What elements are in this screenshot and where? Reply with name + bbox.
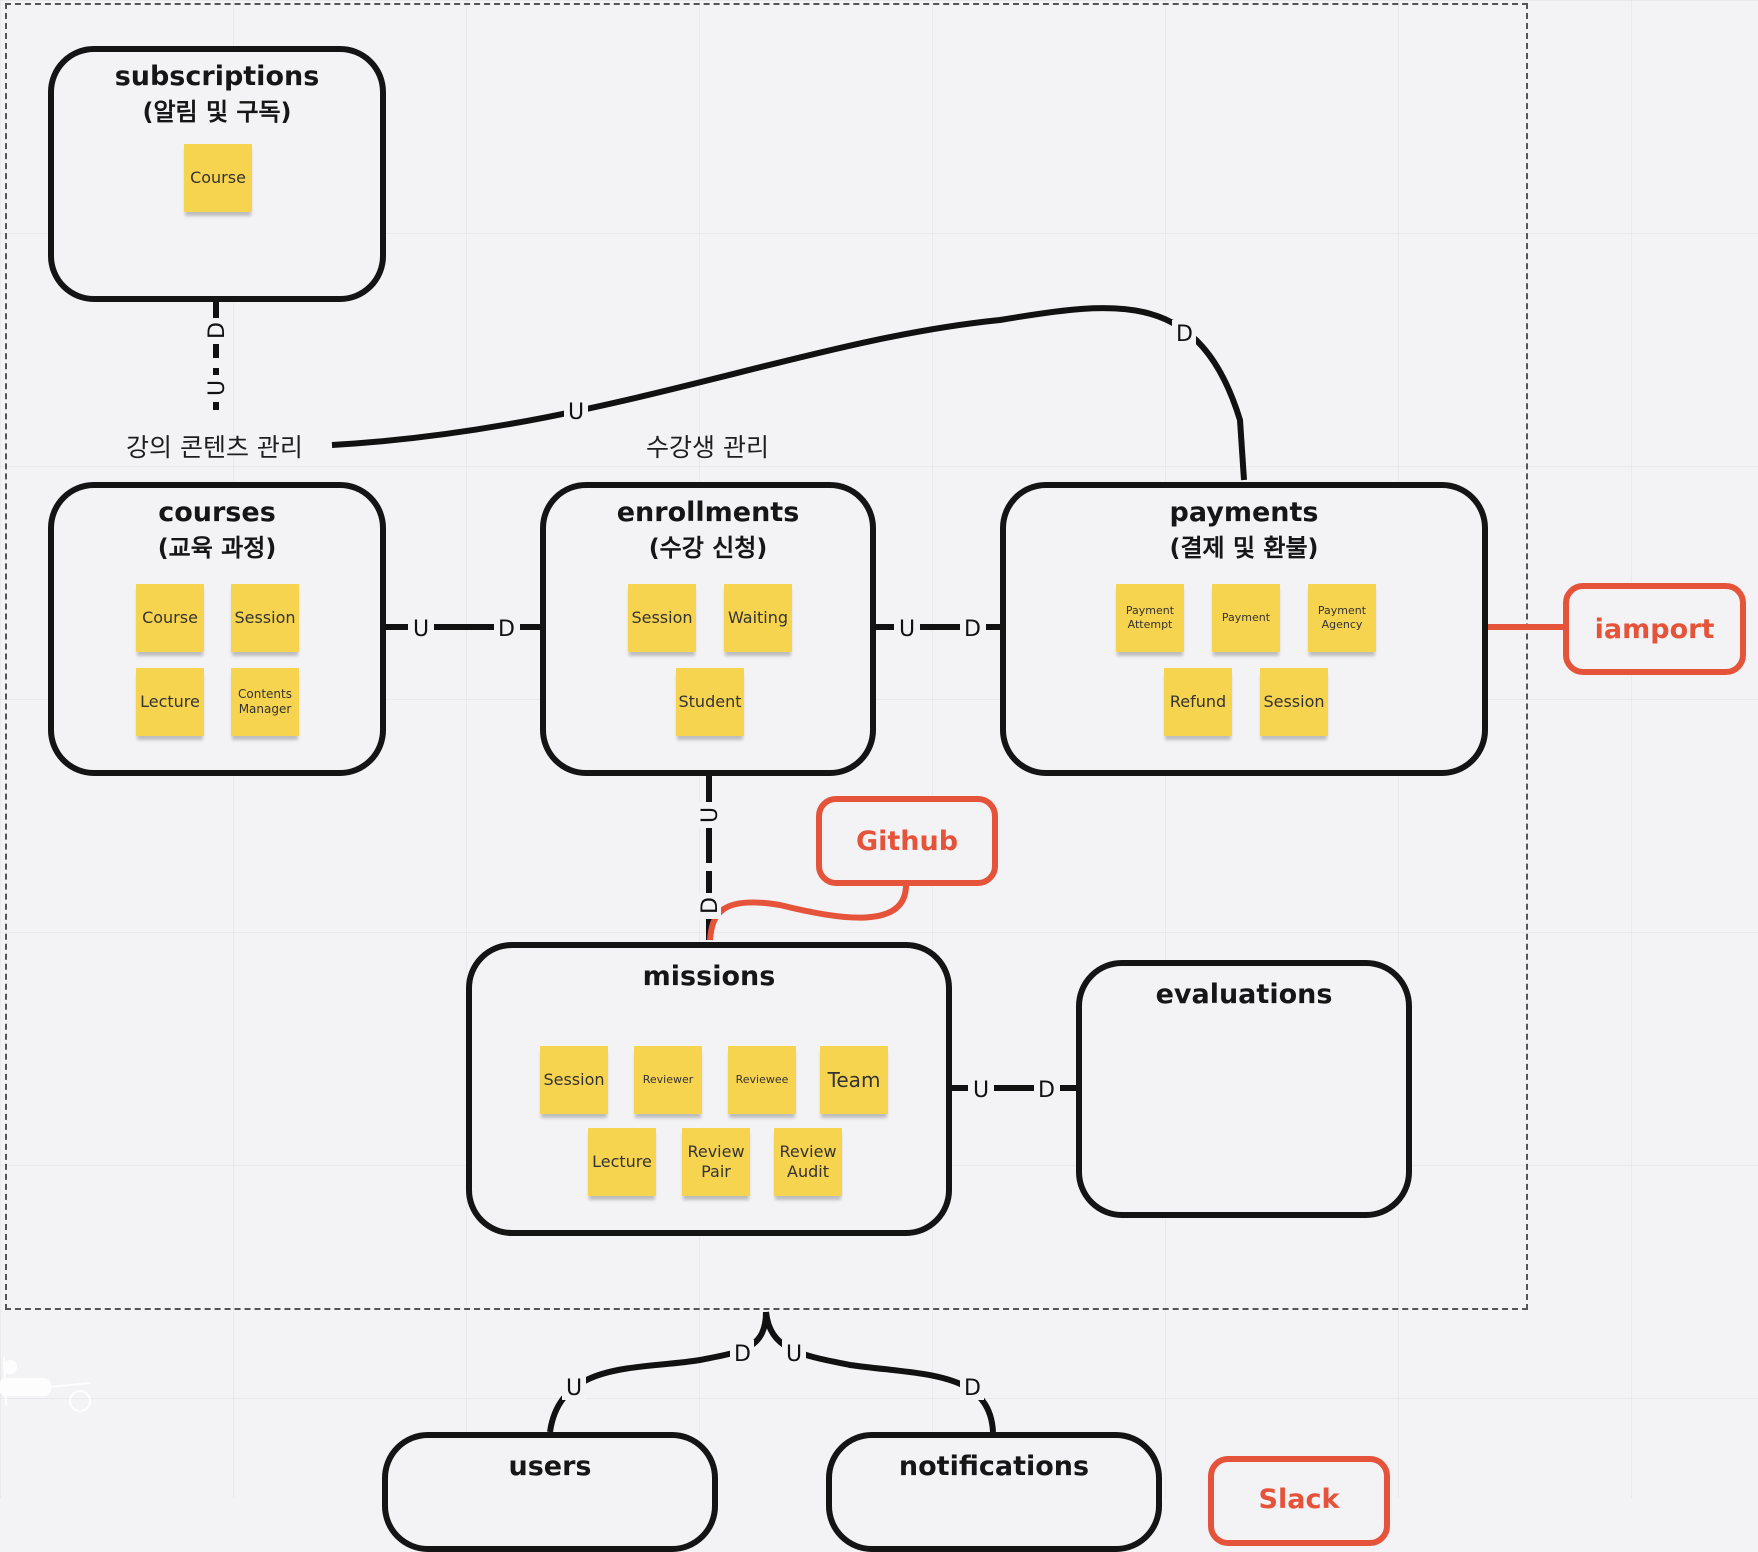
external-iamport[interactable]: iamport [1563, 583, 1746, 675]
sticky-note[interactable]: Payment Attempt [1116, 584, 1184, 652]
context-title: payments [1169, 497, 1319, 528]
label-d-subscriptions: D [205, 322, 230, 339]
label-u-users: U [566, 1376, 582, 1401]
sticky-note[interactable]: Course [184, 144, 252, 212]
label-d-notifications: D [964, 1376, 981, 1401]
context-courses[interactable]: courses (교육 과정) Course Session Lecture C… [48, 482, 386, 776]
sticky-note[interactable]: Payment Agency [1308, 584, 1376, 652]
sticky-note[interactable]: Lecture [588, 1128, 656, 1196]
context-subtitle: (결제 및 환불) [1169, 534, 1319, 562]
label-u-frame-notifications: U [786, 1342, 802, 1367]
sticky-note[interactable]: Reviewee [728, 1046, 796, 1114]
context-evaluations[interactable]: evaluations [1076, 960, 1412, 1218]
label-d-evaluations: D [1038, 1078, 1055, 1103]
context-payments[interactable]: payments (결제 및 환불) Payment Attempt Payme… [1000, 482, 1488, 776]
label-u-courses-payments: U [568, 400, 584, 425]
context-subtitle: (교육 과정) [157, 534, 277, 562]
relation-labels: D U U D U D U D U D U D U [204, 318, 1196, 1401]
edge-github-missions [707, 884, 909, 941]
sticky-note[interactable]: Team [820, 1046, 888, 1114]
label-u-enrollments: U [899, 617, 915, 642]
label-d-courses-payments: D [1176, 322, 1193, 347]
label-content-management: 강의 콘텐츠 관리 [126, 433, 303, 462]
external-slack-label: Slack [1258, 1484, 1340, 1515]
external-github[interactable]: Github [816, 796, 998, 886]
drone-icon [0, 1356, 91, 1412]
context-users[interactable]: users [382, 1432, 718, 1552]
label-d-enrollments: D [498, 617, 515, 642]
context-subtitle: (수강 신청) [648, 534, 768, 562]
sticky-note[interactable]: Contents Manager [231, 668, 299, 736]
context-enrollments[interactable]: enrollments (수강 신청) Session Waiting Stud… [540, 482, 876, 776]
label-d-missions: D [698, 897, 723, 914]
edge-frame-notifications [763, 1311, 996, 1433]
label-u-enrollments-missions: U [698, 807, 723, 823]
label-student-management: 수강생 관리 [646, 433, 769, 462]
label-u-subscriptions: U [205, 380, 230, 396]
context-notifications[interactable]: notifications [826, 1432, 1162, 1552]
context-title: missions [642, 961, 776, 992]
label-u-courses: U [413, 617, 429, 642]
sticky-note[interactable]: Student [676, 668, 744, 736]
context-subtitle: (알림 및 구독) [142, 98, 292, 126]
edge-frame-users [547, 1311, 769, 1433]
context-title: subscriptions [114, 61, 320, 92]
context-title: courses [158, 497, 276, 528]
label-d-frame-users: D [734, 1342, 751, 1367]
sticky-note[interactable]: Review Audit [774, 1128, 842, 1196]
relation-lines: D U U D U D U D U D U D U [204, 300, 1565, 1433]
context-missions[interactable]: missions Session Reviewer Reviewee Team … [466, 942, 952, 1236]
context-title: notifications [898, 1451, 1090, 1482]
label-u-missions: U [973, 1078, 989, 1103]
sticky-note[interactable]: Session [540, 1046, 608, 1114]
sticky-note[interactable]: Refund [1164, 668, 1232, 736]
context-title: users [508, 1451, 592, 1482]
sticky-note[interactable]: Waiting [724, 584, 792, 652]
sticky-note[interactable]: Course [136, 584, 204, 652]
sticky-note[interactable]: Review Pair [682, 1128, 750, 1196]
sticky-note[interactable]: Reviewer [634, 1046, 702, 1114]
external-slack[interactable]: Slack [1208, 1456, 1390, 1546]
sticky-note[interactable]: Session [628, 584, 696, 652]
system-boundary [5, 3, 1528, 1310]
label-d-payments: D [964, 617, 981, 642]
context-title: evaluations [1155, 979, 1333, 1010]
context-title: enrollments [616, 497, 800, 528]
sticky-note[interactable]: Lecture [136, 668, 204, 736]
sticky-note[interactable]: Payment [1212, 584, 1280, 652]
sticky-note[interactable]: Session [1260, 668, 1328, 736]
context-subscriptions[interactable]: subscriptions (알림 및 구독) Course [48, 46, 386, 302]
sticky-note[interactable]: Session [231, 584, 299, 652]
edge-courses-payments [331, 305, 1247, 481]
